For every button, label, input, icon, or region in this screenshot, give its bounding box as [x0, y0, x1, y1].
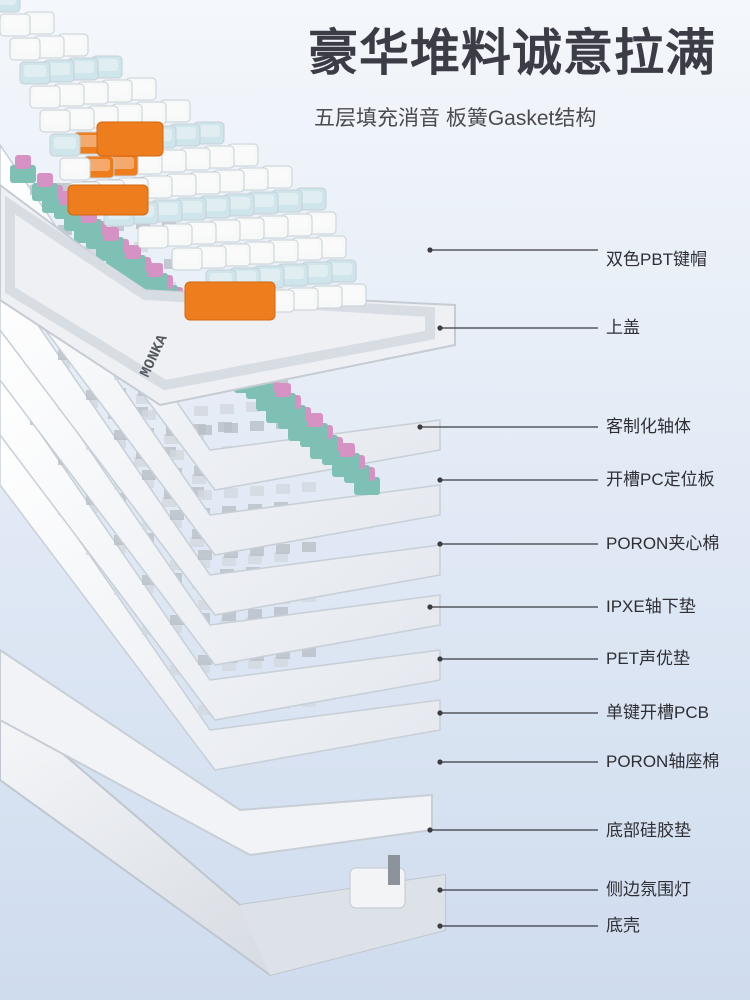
keycap — [267, 239, 299, 263]
switch — [334, 443, 360, 471]
keycap — [83, 155, 115, 179]
keycap — [151, 199, 183, 223]
keycap — [141, 175, 173, 199]
keycap — [155, 149, 187, 173]
keycap — [135, 101, 167, 125]
switch — [98, 227, 124, 255]
keycap — [315, 235, 347, 259]
bottom-shell — [0, 698, 446, 977]
keycap — [111, 103, 143, 127]
keycap — [107, 153, 139, 177]
keycap — [305, 211, 337, 235]
keycap — [175, 197, 207, 221]
leader-line — [437, 759, 598, 765]
keycap — [195, 245, 227, 269]
leader-line — [427, 604, 598, 610]
leader-line — [437, 710, 598, 716]
label-silicone-bottom-pad: 底部硅胶垫 — [606, 821, 691, 840]
keycap — [261, 165, 293, 189]
keycap — [287, 287, 319, 311]
leader-line — [437, 541, 598, 547]
keycap — [33, 35, 65, 59]
keycap — [291, 237, 323, 261]
keycap — [219, 243, 251, 267]
keycap — [29, 85, 61, 109]
accent-keycap — [96, 121, 164, 157]
leader-line — [437, 887, 598, 893]
leader-line — [427, 247, 598, 253]
label-poron-socket-foam: PORON轴座棉 — [606, 752, 720, 771]
label-bottom-shell: 底壳 — [606, 916, 640, 935]
keycap — [325, 259, 357, 283]
switch — [120, 245, 146, 273]
leader-line — [437, 656, 598, 662]
keycap — [101, 79, 133, 103]
keycap — [295, 187, 327, 211]
accent-keycap — [67, 184, 149, 216]
keycap — [57, 33, 89, 57]
label-top-case: 上盖 — [606, 318, 640, 337]
keycap — [335, 283, 367, 307]
leader-line — [437, 923, 598, 929]
leader-line — [427, 827, 598, 833]
keycap — [179, 147, 211, 171]
switch — [270, 383, 296, 411]
keycap — [0, 13, 31, 37]
keycap — [19, 61, 51, 85]
keycap — [137, 225, 169, 249]
keycap-set — [0, 0, 367, 321]
keycap — [301, 261, 333, 285]
leader-lines — [417, 247, 598, 929]
keycap — [243, 241, 275, 265]
keycap — [257, 215, 289, 239]
keycap — [9, 37, 41, 61]
label-side-ambient-light: 侧边氛围灯 — [606, 880, 691, 899]
keycap — [247, 191, 279, 215]
keycap — [171, 247, 203, 271]
keycap — [193, 121, 225, 145]
keycap — [169, 123, 201, 147]
keycap — [39, 109, 71, 133]
keycap — [203, 145, 235, 169]
keycap — [271, 189, 303, 213]
keycap — [161, 223, 193, 247]
headline: 豪华堆料诚意拉满 — [308, 24, 716, 82]
label-pc-plate: 开槽PC定位板 — [606, 470, 715, 489]
keycap — [233, 217, 265, 241]
leader-line — [417, 424, 598, 430]
keycap — [0, 0, 21, 13]
accent-keycap — [184, 281, 276, 321]
keycap — [59, 157, 91, 181]
keycap — [43, 59, 75, 83]
subheadline: 五层填充消音 板簧Gasket结构 — [314, 107, 597, 130]
leader-line — [437, 477, 598, 483]
label-poron-sandwich-foam: PORON夹心棉 — [606, 534, 720, 553]
label-slotted-pcb: 单键开槽PCB — [606, 703, 709, 722]
keycap — [159, 99, 191, 123]
keycap — [49, 133, 81, 157]
label-pbt-keycaps: 双色PBT键帽 — [606, 250, 708, 269]
label-ixpe-switch-pad: IPXE轴下垫 — [606, 597, 696, 616]
switch — [32, 173, 58, 201]
keycap — [237, 167, 269, 191]
keycap — [199, 195, 231, 219]
leader-line — [437, 325, 598, 331]
keycap — [165, 173, 197, 197]
keycap — [209, 219, 241, 243]
keycap — [63, 107, 95, 131]
keycap — [53, 83, 85, 107]
label-custom-switches: 客制化轴体 — [606, 417, 691, 436]
switch — [10, 155, 36, 183]
keycap — [67, 57, 99, 81]
label-pet-sound-pad: PET声优垫 — [606, 649, 691, 668]
switch — [302, 413, 328, 441]
switch — [142, 263, 168, 291]
